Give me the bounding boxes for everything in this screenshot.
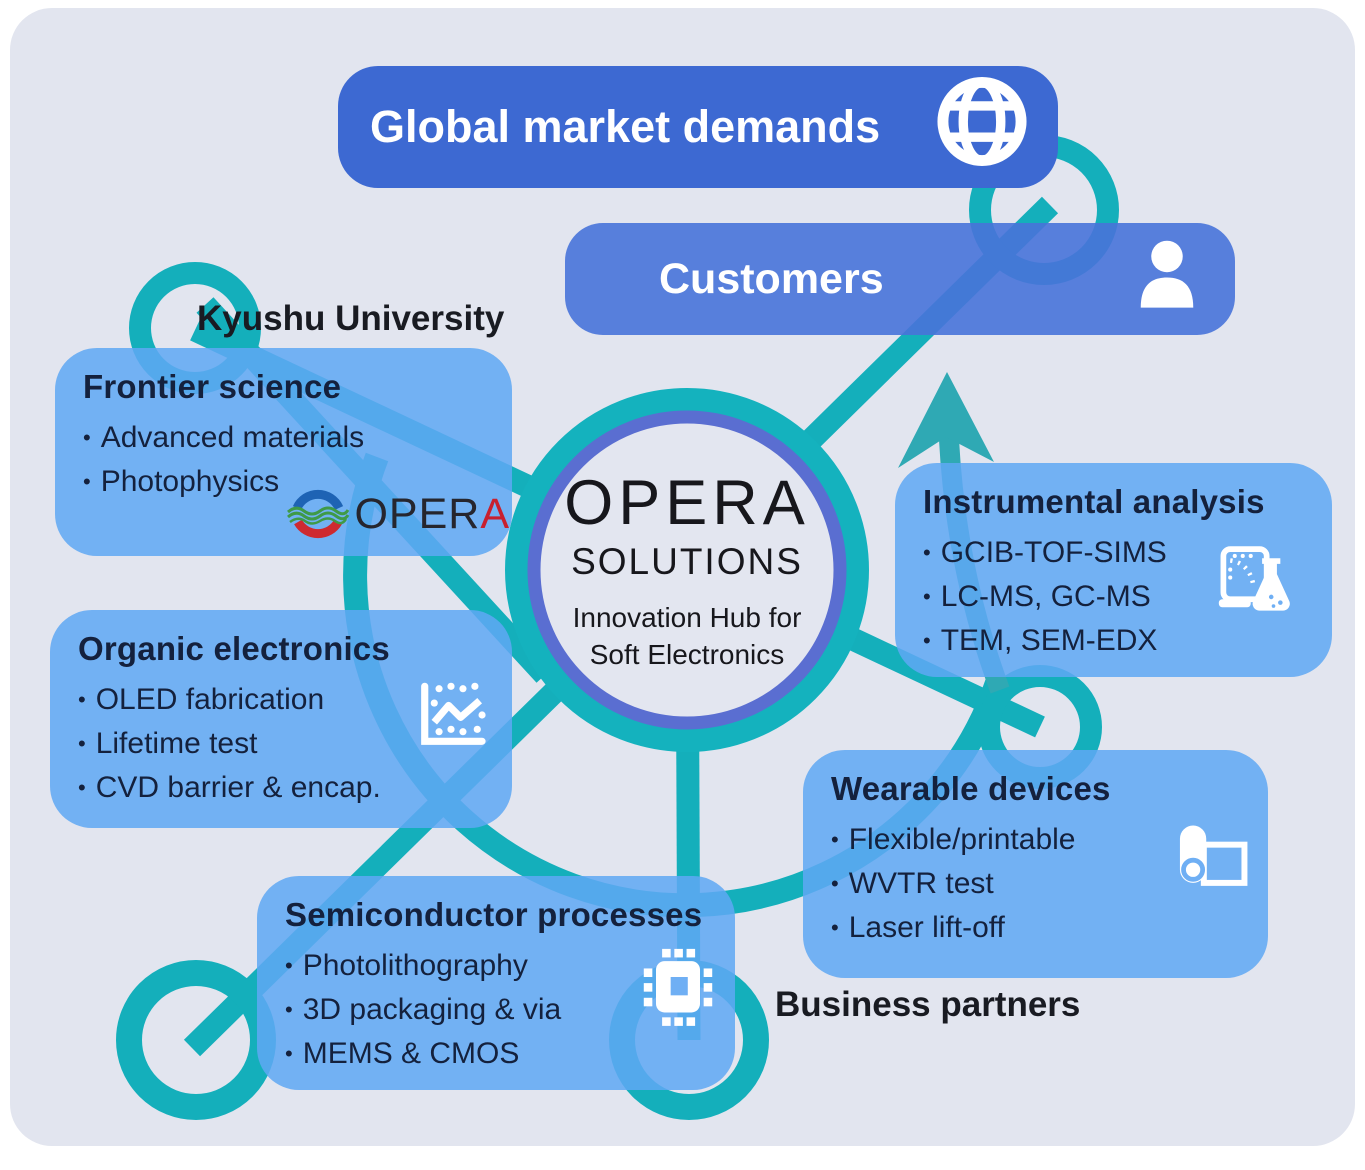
bullet-item: CVD barrier & encap. bbox=[78, 766, 486, 810]
bullet-list: Photolithography3D packaging & viaMEMS &… bbox=[285, 944, 709, 1076]
bullet-item: Lifetime test bbox=[78, 722, 486, 766]
hub-tagline-line2: Soft Electronics bbox=[589, 639, 785, 670]
box-title: Instrumental analysis bbox=[923, 483, 1265, 520]
bullet-item: Advanced materials bbox=[83, 416, 486, 460]
box-title: Semiconductor processes bbox=[285, 896, 703, 933]
box-title: Frontier science bbox=[83, 368, 342, 405]
banner-customers-label: Customers bbox=[659, 254, 884, 303]
bullet-item: LC-MS, GC-MS bbox=[923, 575, 1306, 619]
opera-logo-text-main: OPER bbox=[354, 489, 481, 538]
bullet-item: Flexible/printable bbox=[831, 818, 1242, 862]
banner-global-market-demands: Global market demands bbox=[338, 66, 1058, 188]
box-instrumental-analysis: Instrumental analysis GCIB-TOF-SIMSLC-MS… bbox=[895, 463, 1332, 677]
label-business-partners: Business partners bbox=[775, 985, 1081, 1024]
bullet-item: Laser lift-off bbox=[831, 906, 1242, 950]
hub-subtitle: SOLUTIONS bbox=[571, 541, 803, 582]
bullet-item: MEMS & CMOS bbox=[285, 1032, 709, 1076]
banner-global-label: Global market demands bbox=[370, 101, 881, 152]
flask-analysis-icon bbox=[1212, 540, 1294, 627]
bullet-item: Photophysics bbox=[83, 460, 486, 504]
label-kyushu-university: Kyushu University bbox=[197, 299, 505, 338]
box-title: Organic electronics bbox=[78, 630, 390, 667]
box-frontier-science: Frontier science Advanced materialsPhoto… bbox=[55, 348, 512, 556]
bullet-item: GCIB-TOF-SIMS bbox=[923, 531, 1306, 575]
hub-title: OPERA bbox=[564, 468, 810, 538]
box-semiconductor-processes: Semiconductor processes Photolithography… bbox=[257, 876, 735, 1090]
bullet-item: OLED fabrication bbox=[78, 678, 486, 722]
bullet-list: Advanced materialsPhotophysics bbox=[83, 416, 486, 504]
globe-icon bbox=[932, 72, 1032, 183]
chip-icon bbox=[634, 944, 722, 1037]
bullet-list: Flexible/printableWVTR testLaser lift-of… bbox=[831, 818, 1242, 950]
opera-logo-text-accent: A bbox=[480, 489, 510, 538]
bullet-item: WVTR test bbox=[831, 862, 1242, 906]
hub-circle bbox=[505, 388, 869, 752]
film-roll-icon bbox=[1168, 816, 1254, 907]
opera-logo-mark bbox=[287, 489, 350, 539]
bullet-list: OLED fabricationLifetime testCVD barrier… bbox=[78, 678, 486, 810]
bullet-item: 3D packaging & via bbox=[285, 988, 709, 1032]
bullet-item: TEM, SEM-EDX bbox=[923, 619, 1306, 663]
hub-tagline-line1: Innovation Hub for bbox=[572, 602, 802, 633]
box-title: Wearable devices bbox=[831, 770, 1111, 807]
bullet-list: GCIB-TOF-SIMSLC-MS, GC-MSTEM, SEM-EDX bbox=[923, 531, 1306, 663]
opera-logo-text: OPERA bbox=[354, 490, 510, 539]
banner-customers: Customers bbox=[565, 223, 1235, 335]
hub-label: OPERA SOLUTIONS Innovation Hub for Soft … bbox=[537, 438, 837, 702]
person-icon bbox=[1125, 232, 1209, 327]
line-chart-icon bbox=[408, 672, 494, 763]
hub-tagline: Innovation Hub for Soft Electronics bbox=[573, 599, 802, 673]
opera-logo: OPERA bbox=[286, 482, 510, 546]
bullet-item: Photolithography bbox=[285, 944, 709, 988]
